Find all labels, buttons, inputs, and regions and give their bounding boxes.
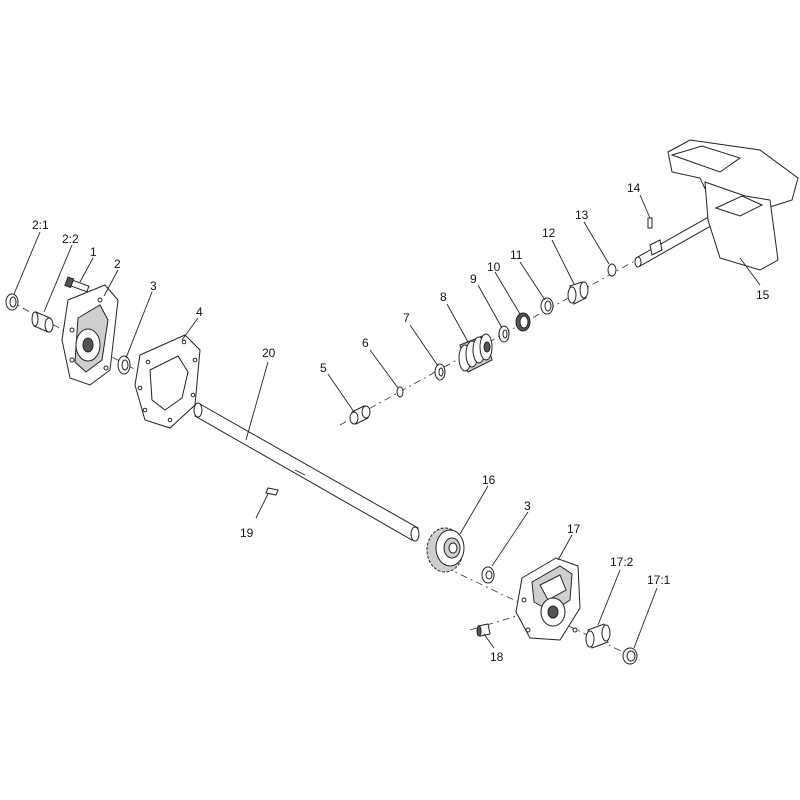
part-9-washer [498, 325, 510, 343]
part-13-ring [607, 263, 617, 277]
part-16-gear [426, 527, 465, 573]
callout-10: 10 [487, 260, 501, 274]
callout-5: 5 [320, 361, 327, 375]
part-20-shaft [193, 402, 420, 542]
part-2-2-bushing [31, 311, 54, 333]
part-12-bushing [567, 281, 589, 305]
callout-2-1: 2:1 [32, 218, 49, 232]
part-2-1-ring [5, 293, 19, 311]
callout-2: 2 [114, 257, 121, 271]
part-11-washer [540, 297, 554, 315]
part-15-impeller [634, 139, 799, 271]
callout-19: 19 [240, 526, 254, 540]
callout-labels: 2:1 2:2 1 2 3 4 5 6 7 8 9 10 11 12 13 14… [32, 181, 770, 664]
part-19-key [265, 487, 279, 496]
part-17-2-bushing [585, 623, 611, 649]
leader-lines [13, 194, 761, 649]
callout-1: 1 [90, 245, 97, 259]
callout-12: 12 [542, 226, 556, 240]
callout-20: 20 [262, 346, 276, 360]
part-5-sleeve [349, 405, 371, 425]
callout-17-1: 17:1 [647, 573, 671, 587]
part-3-right-washer [481, 566, 495, 584]
part-10-bearing [515, 312, 531, 332]
callout-14: 14 [627, 181, 641, 195]
part-2-left-housing [61, 284, 119, 386]
callout-8: 8 [440, 290, 447, 304]
callout-11: 11 [510, 248, 523, 262]
part-14-pin [647, 217, 653, 229]
callout-7: 7 [403, 311, 410, 325]
callout-2-2: 2:2 [62, 232, 79, 246]
part-7-washer [434, 363, 446, 381]
part-6-ring [396, 386, 404, 398]
callout-6: 6 [362, 336, 369, 350]
part-17-1-ring [622, 647, 638, 665]
callout-16: 16 [482, 473, 496, 487]
callout-18: 18 [490, 650, 504, 664]
part-1-bolt [64, 276, 90, 293]
callout-13: 13 [575, 208, 589, 222]
part-3-left-washer [117, 355, 131, 375]
callout-17: 17 [567, 522, 581, 536]
callout-3-right: 3 [524, 499, 531, 513]
callout-9: 9 [470, 272, 477, 286]
callout-15: 15 [756, 288, 770, 302]
callout-4: 4 [196, 305, 203, 319]
part-17-right-housing [515, 557, 581, 641]
callout-17-2: 17:2 [610, 555, 634, 569]
part-18-plug [476, 623, 491, 637]
callout-3-left: 3 [150, 279, 157, 293]
part-8-worm-gear [458, 333, 493, 373]
part-4-gasket [134, 334, 201, 429]
